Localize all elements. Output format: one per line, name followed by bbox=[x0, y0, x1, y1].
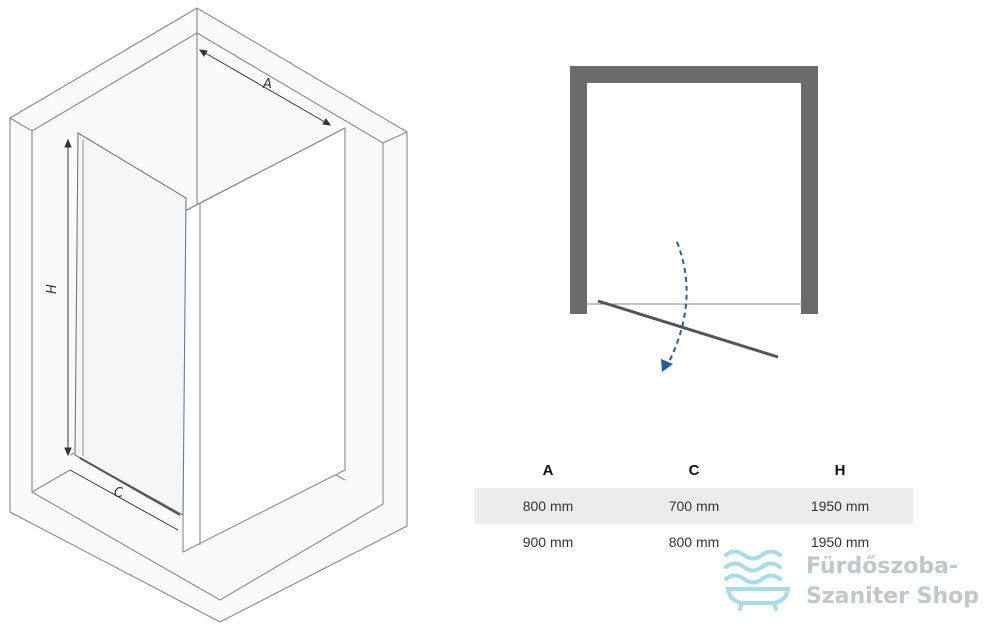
glass-door bbox=[74, 132, 187, 516]
table-cell: 700 mm bbox=[621, 488, 767, 524]
dimension-a-label: A bbox=[262, 77, 272, 92]
watermark-text: Fürdőszoba- Szaniter Shop bbox=[806, 552, 979, 612]
swing-arrow bbox=[667, 241, 688, 365]
header-c: C bbox=[688, 461, 700, 479]
table-row: 900 mm 800 mm 1950 mm bbox=[475, 524, 913, 560]
swing-arrow-head bbox=[661, 359, 673, 372]
dimension-h-label: H bbox=[45, 284, 60, 294]
dimension-c-line bbox=[69, 469, 179, 531]
plan-wall bbox=[570, 66, 818, 314]
table-row: 800 mm 700 mm 1950 mm bbox=[475, 488, 913, 524]
header-a: A bbox=[542, 461, 554, 479]
watermark-line-1: Fürdőszoba- bbox=[806, 554, 959, 579]
water-waves-icon bbox=[724, 549, 791, 611]
dimension-a-line bbox=[199, 49, 331, 126]
watermark-line-2: Szaniter Shop bbox=[806, 584, 980, 609]
watermark: Fürdőszoba- Szaniter Shop bbox=[718, 543, 998, 617]
dimension-c-label: C bbox=[114, 486, 124, 501]
table-cell: 1950 mm bbox=[810, 534, 870, 550]
header-h: H bbox=[834, 461, 846, 479]
table-cell: 800 mm bbox=[475, 488, 621, 524]
table-cell: 900 mm bbox=[522, 534, 574, 550]
table-header-row: A C H bbox=[475, 452, 913, 488]
table-cell: 1950 mm bbox=[767, 488, 913, 524]
dimensions-table: A C H 800 mm 700 mm 1950 mm 900 mm 800 m… bbox=[475, 452, 913, 560]
open-door-glass bbox=[597, 299, 779, 359]
table-cell: 800 mm bbox=[668, 534, 720, 550]
